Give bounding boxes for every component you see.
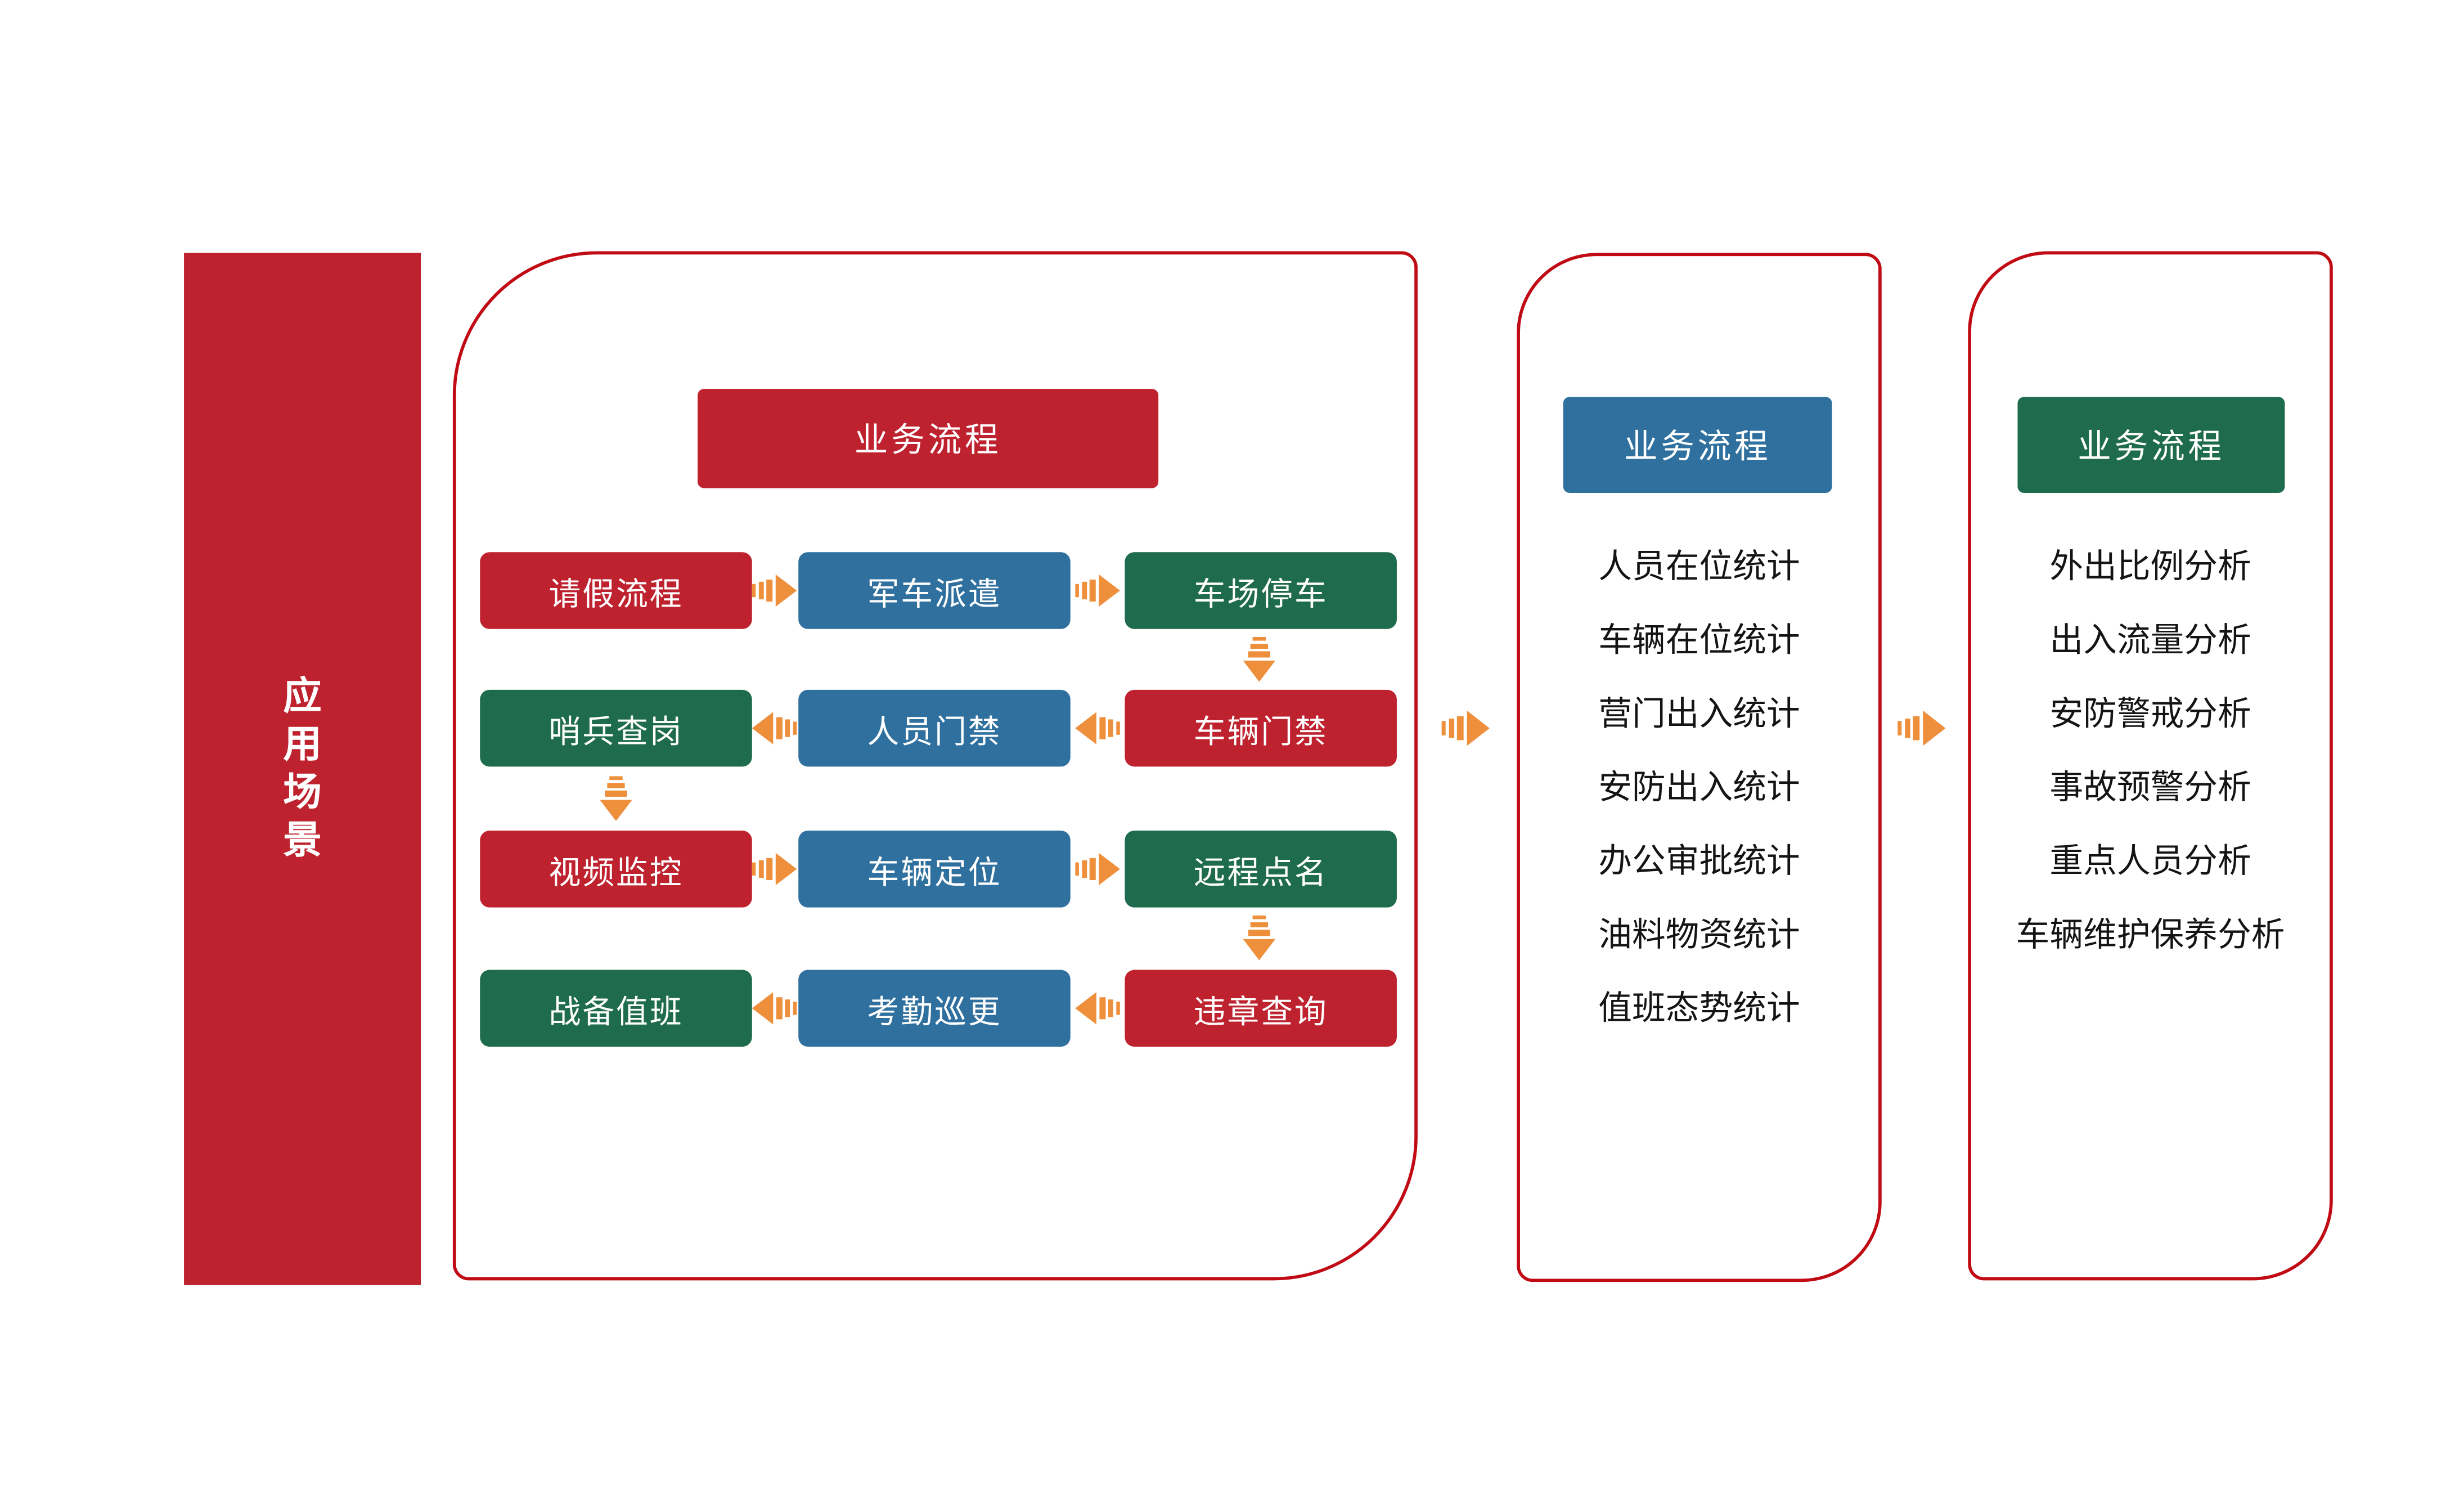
stats-panel-header-label: 业务流程 bbox=[1624, 429, 1771, 466]
flow-box: 哨兵查岗 bbox=[480, 689, 752, 767]
flow-box: 人员门禁 bbox=[798, 689, 1071, 767]
striped-arrow-left-icon bbox=[752, 711, 797, 746]
striped-arrow-down-icon bbox=[599, 776, 634, 822]
flow-box: 远程点名 bbox=[1125, 831, 1397, 908]
flow-box: 视频监控 bbox=[480, 831, 752, 908]
analysis-item: 事故预警分析 bbox=[2049, 770, 2251, 807]
striped-arrow-down-icon bbox=[1242, 636, 1277, 682]
flow-box: 车辆定位 bbox=[798, 831, 1071, 908]
flow-box: 车辆门禁 bbox=[1125, 689, 1397, 767]
striped-arrow-left-icon bbox=[1075, 711, 1120, 746]
striped-arrow-right-icon bbox=[1441, 709, 1490, 747]
striped-arrow-left-icon bbox=[1075, 991, 1120, 1026]
flow-box: 考勤巡更 bbox=[798, 970, 1071, 1047]
flow-box: 车场停车 bbox=[1125, 552, 1397, 629]
flow-box: 请假流程 bbox=[480, 552, 752, 629]
analysis-item: 车辆维护保养分析 bbox=[2016, 917, 2285, 954]
analysis-item: 出入流量分析 bbox=[2049, 622, 2251, 659]
striped-arrow-right-icon bbox=[1075, 851, 1120, 887]
analysis-list: 外出比例分析 出入流量分析 安防警戒分析 事故预警分析 重点人员分析 车辆维护保… bbox=[1984, 531, 2317, 973]
stat-item: 车辆在位统计 bbox=[1598, 622, 1800, 659]
striped-arrow-left-icon bbox=[752, 991, 797, 1026]
left-bar-char: 用 bbox=[283, 723, 322, 766]
stat-item: 办公审批统计 bbox=[1598, 843, 1800, 881]
striped-arrow-down-icon bbox=[1242, 915, 1277, 961]
striped-arrow-right-icon bbox=[752, 573, 797, 608]
striped-arrow-right-icon bbox=[1898, 709, 1946, 747]
left-bar-char: 应 bbox=[283, 674, 322, 718]
flow-box: 军车派遣 bbox=[798, 552, 1071, 629]
flow-box: 违章查询 bbox=[1125, 970, 1397, 1047]
stat-item: 值班态势统计 bbox=[1598, 990, 1800, 1028]
stat-item: 人员在位统计 bbox=[1598, 549, 1800, 586]
stats-panel-header: 业务流程 bbox=[1563, 397, 1832, 493]
analysis-panel-header: 业务流程 bbox=[2017, 397, 2285, 493]
left-bar-char: 景 bbox=[283, 818, 322, 862]
stats-list: 人员在位统计 车辆在位统计 营门出入统计 安防出入统计 办公审批统计 油料物资统… bbox=[1533, 531, 1866, 1047]
stat-item: 油料物资统计 bbox=[1598, 917, 1800, 954]
striped-arrow-right-icon bbox=[1075, 573, 1120, 608]
analysis-panel-header-label: 业务流程 bbox=[2078, 429, 2225, 466]
stat-item: 安防出入统计 bbox=[1598, 770, 1800, 807]
left-bar-char: 场 bbox=[283, 770, 322, 814]
flow-box: 战备值班 bbox=[480, 970, 752, 1047]
analysis-item: 安防警戒分析 bbox=[2049, 696, 2251, 733]
striped-arrow-right-icon bbox=[752, 851, 797, 887]
flow-panel-header: 业务流程 bbox=[698, 389, 1159, 488]
flow-panel-header-label: 业务流程 bbox=[854, 422, 1002, 460]
analysis-item: 外出比例分析 bbox=[2049, 549, 2251, 586]
stat-item: 营门出入统计 bbox=[1598, 696, 1800, 733]
analysis-item: 重点人员分析 bbox=[2049, 843, 2251, 881]
left-category-bar: 应 用 场 景 bbox=[184, 253, 421, 1285]
